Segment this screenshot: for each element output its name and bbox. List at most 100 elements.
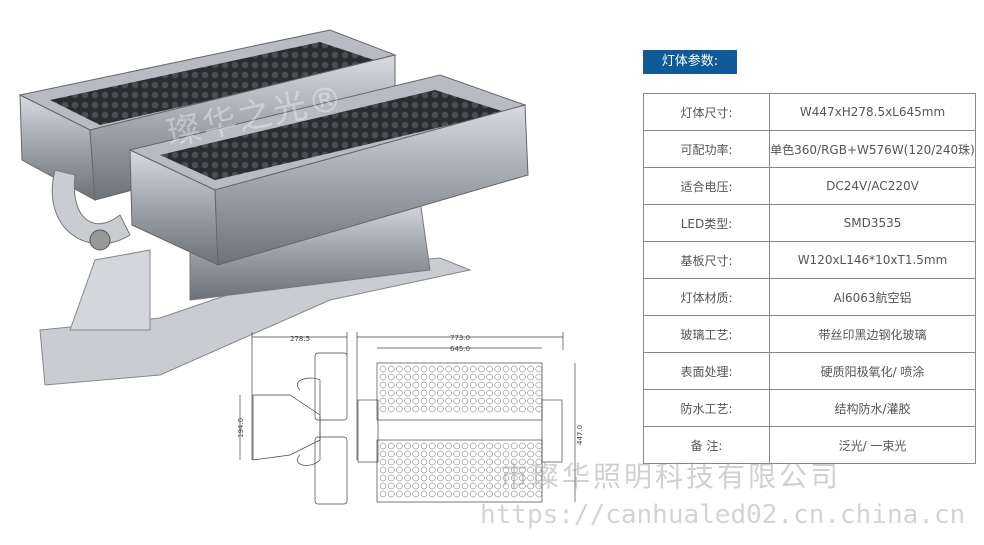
led-dot [437, 389, 444, 397]
led-dot [494, 450, 502, 458]
led-dot [387, 397, 395, 405]
led-dot [527, 389, 534, 397]
led-dot [428, 381, 436, 389]
led-dot [437, 490, 444, 498]
led-dot [478, 405, 485, 413]
led-dot [379, 466, 387, 474]
led-dot [453, 466, 461, 474]
led-dot [527, 405, 534, 413]
led-dot [396, 482, 403, 490]
led-dot [519, 450, 526, 458]
led-dot [428, 389, 436, 397]
led-dot [437, 458, 444, 466]
led-dot [469, 466, 477, 474]
led-dot [387, 474, 395, 482]
led-dot [379, 458, 387, 466]
spec-row: 可配功率:单色360/RGB+W576W(120/240珠) [643, 130, 976, 168]
led-dot [412, 466, 420, 474]
spec-label: 适合电压: [643, 167, 770, 205]
led-dot [486, 397, 493, 405]
led-dot [461, 482, 469, 490]
led-dot [420, 405, 428, 413]
led-dot [510, 490, 518, 498]
led-dot [527, 482, 534, 490]
led-dot [379, 365, 387, 373]
led-dot [486, 450, 493, 458]
led-dot [387, 442, 395, 450]
led-dot [461, 474, 469, 482]
led-dot [453, 482, 461, 490]
led-dot [428, 466, 436, 474]
led-dot [527, 458, 534, 466]
spec-value: SMD3535 [769, 204, 976, 242]
led-dot [510, 381, 518, 389]
led-dot [519, 397, 526, 405]
led-dot [486, 381, 493, 389]
led-dot [437, 397, 444, 405]
led-dot [486, 373, 493, 381]
led-dot [420, 389, 428, 397]
led-dot [527, 466, 534, 474]
led-dot [510, 482, 518, 490]
led-dot [379, 442, 387, 450]
led-dot [445, 466, 452, 474]
spec-label: 灯体材质: [643, 278, 770, 316]
spec-value: W447xH278.5xL645mm [769, 93, 976, 131]
led-dot [396, 365, 403, 373]
led-dot [519, 373, 526, 381]
spec-value: 泛光/ 一束光 [769, 426, 976, 464]
led-dot [535, 365, 543, 373]
led-dot [420, 397, 428, 405]
led-dot [535, 397, 543, 405]
led-dot [502, 490, 510, 498]
led-dot [387, 405, 395, 413]
led-dot [478, 482, 485, 490]
led-dot [494, 490, 502, 498]
led-dot [453, 389, 461, 397]
led-dot [510, 474, 518, 482]
company-watermark: 市璨华照明科技有限公司 [500, 460, 842, 493]
led-dot [437, 381, 444, 389]
led-dot [404, 450, 411, 458]
led-dot [420, 450, 428, 458]
led-dot [469, 389, 477, 397]
led-dot [437, 474, 444, 482]
led-dot [453, 381, 461, 389]
led-dot [519, 466, 526, 474]
led-dot [510, 397, 518, 405]
led-dot [445, 405, 452, 413]
led-dot [535, 373, 543, 381]
led-dot [527, 397, 534, 405]
led-dot [535, 381, 543, 389]
led-dot [379, 389, 387, 397]
led-dot [396, 397, 403, 405]
led-dot [445, 474, 452, 482]
led-dot [535, 450, 543, 458]
led-dot [461, 490, 469, 498]
spec-value: 单色360/RGB+W576W(120/240珠) [769, 130, 976, 168]
led-dot [478, 466, 485, 474]
led-dot [412, 474, 420, 482]
led-dot [396, 381, 403, 389]
led-dot [387, 490, 395, 498]
led-dot [510, 373, 518, 381]
led-dot [396, 450, 403, 458]
led-dot [420, 442, 428, 450]
led-dot [502, 466, 510, 474]
led-dot [404, 490, 411, 498]
led-dot [486, 490, 493, 498]
led-dot [387, 482, 395, 490]
led-dot [412, 442, 420, 450]
led-dot [502, 389, 510, 397]
led-dot [396, 458, 403, 466]
spec-label: 可配功率: [643, 130, 770, 168]
led-dot [437, 405, 444, 413]
led-dot [412, 365, 420, 373]
led-dot [420, 373, 428, 381]
led-dot [412, 381, 420, 389]
spec-value: 结构防水/灌胶 [769, 389, 976, 427]
led-dot [486, 405, 493, 413]
dim-total-length: 773.0 [450, 334, 470, 342]
led-dot [412, 450, 420, 458]
